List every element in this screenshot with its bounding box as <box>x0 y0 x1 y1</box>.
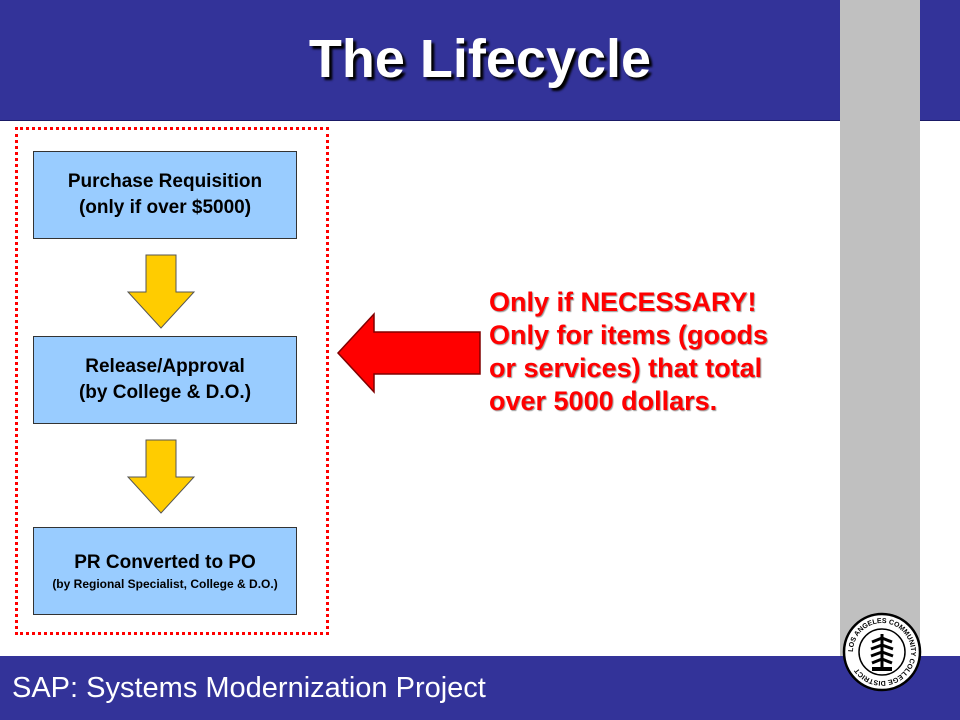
step-pr-converted-to-po: PR Converted to PO (by Regional Speciali… <box>33 527 297 615</box>
step-title: PR Converted to PO <box>74 552 256 573</box>
side-gray-bar <box>840 0 920 720</box>
header-bar: The Lifecycle <box>0 0 960 121</box>
footer-text: SAP: Systems Modernization Project <box>12 672 486 704</box>
step-subtitle: (by Regional Specialist, College & D.O.) <box>52 577 278 591</box>
step-title: Purchase Requisition <box>67 171 263 192</box>
down-arrow-icon <box>126 254 196 329</box>
footer-bar: SAP: Systems Modernization Project <box>0 656 960 720</box>
step-purchase-requisition: Purchase Requisition (only if over $5000… <box>33 151 297 239</box>
requisition-note: Only if NECESSARY! Only for items (goods… <box>489 286 768 418</box>
note-line: or services) that total <box>489 353 763 383</box>
laccd-seal-icon: LOS ANGELES COMMUNITY COLLEGE DISTRICT <box>842 612 922 692</box>
step-release-approval: Release/Approval (by College & D.O.) <box>33 336 297 424</box>
slide-title: The Lifecycle <box>308 29 652 89</box>
note-line: Only if NECESSARY! <box>489 287 757 317</box>
step-title: Release/Approval <box>85 356 245 377</box>
down-arrow-icon <box>126 439 196 514</box>
note-line: Only for items (goods <box>489 320 769 350</box>
red-left-arrow-icon <box>336 312 481 394</box>
step-subtitle: (only if over $5000) <box>78 197 252 218</box>
step-subtitle: (by College & D.O.) <box>78 382 252 403</box>
note-line: over 5000 dollars. <box>489 386 718 416</box>
lifecycle-frame <box>15 127 329 635</box>
